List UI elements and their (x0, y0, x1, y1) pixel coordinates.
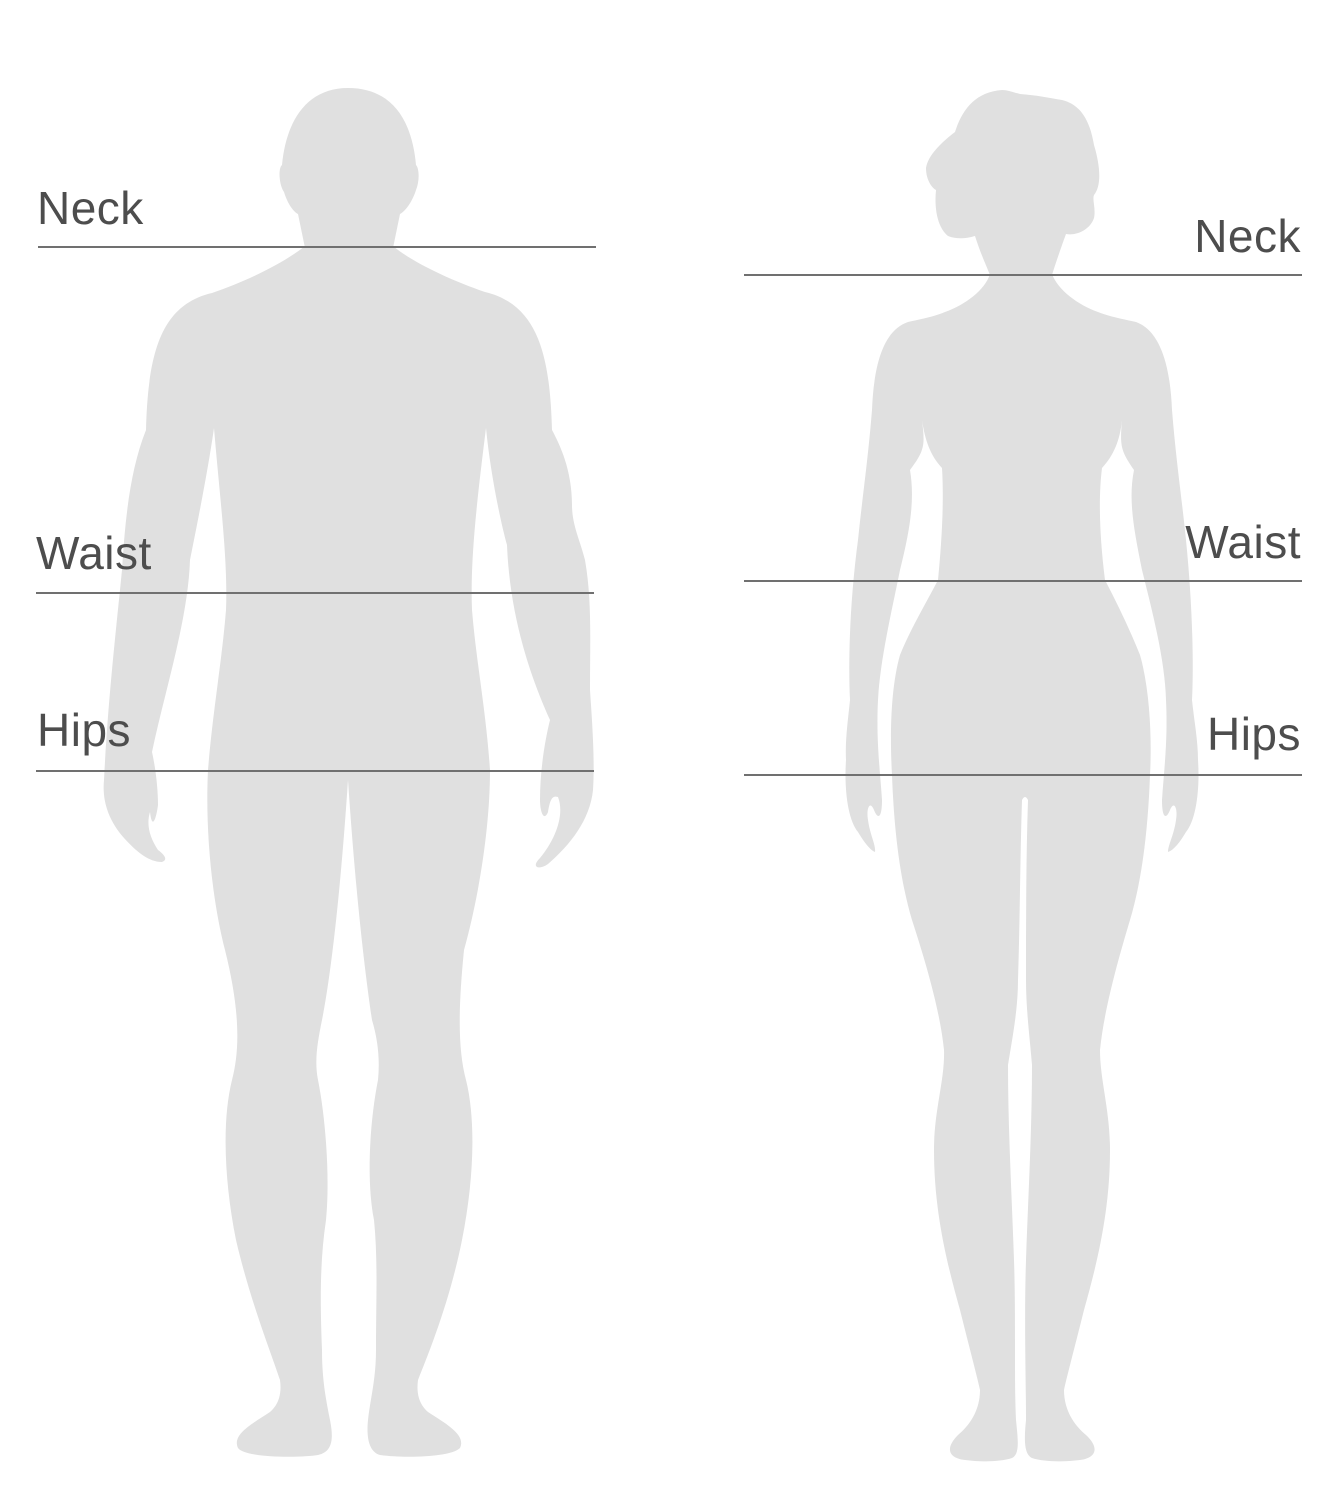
male-torso (103, 246, 594, 868)
male-legs (207, 770, 490, 1457)
male-figure (103, 88, 594, 1457)
female-torso (845, 274, 1199, 852)
male-waist-label: Waist (36, 527, 152, 579)
female-hips-label: Hips (1207, 708, 1301, 760)
female-figure (845, 90, 1199, 1462)
female-legs (892, 775, 1150, 1462)
male-head (279, 88, 419, 248)
female-head (926, 90, 1100, 275)
female-neck-label: Neck (1194, 210, 1301, 262)
male-hips-label: Hips (37, 704, 131, 756)
male-neck-label: Neck (37, 182, 144, 234)
female-waist-label: Waist (1185, 516, 1301, 568)
measurement-labels: Neck Waist Hips Neck Waist Hips (36, 182, 1301, 760)
measurement-lines (36, 246, 1302, 776)
